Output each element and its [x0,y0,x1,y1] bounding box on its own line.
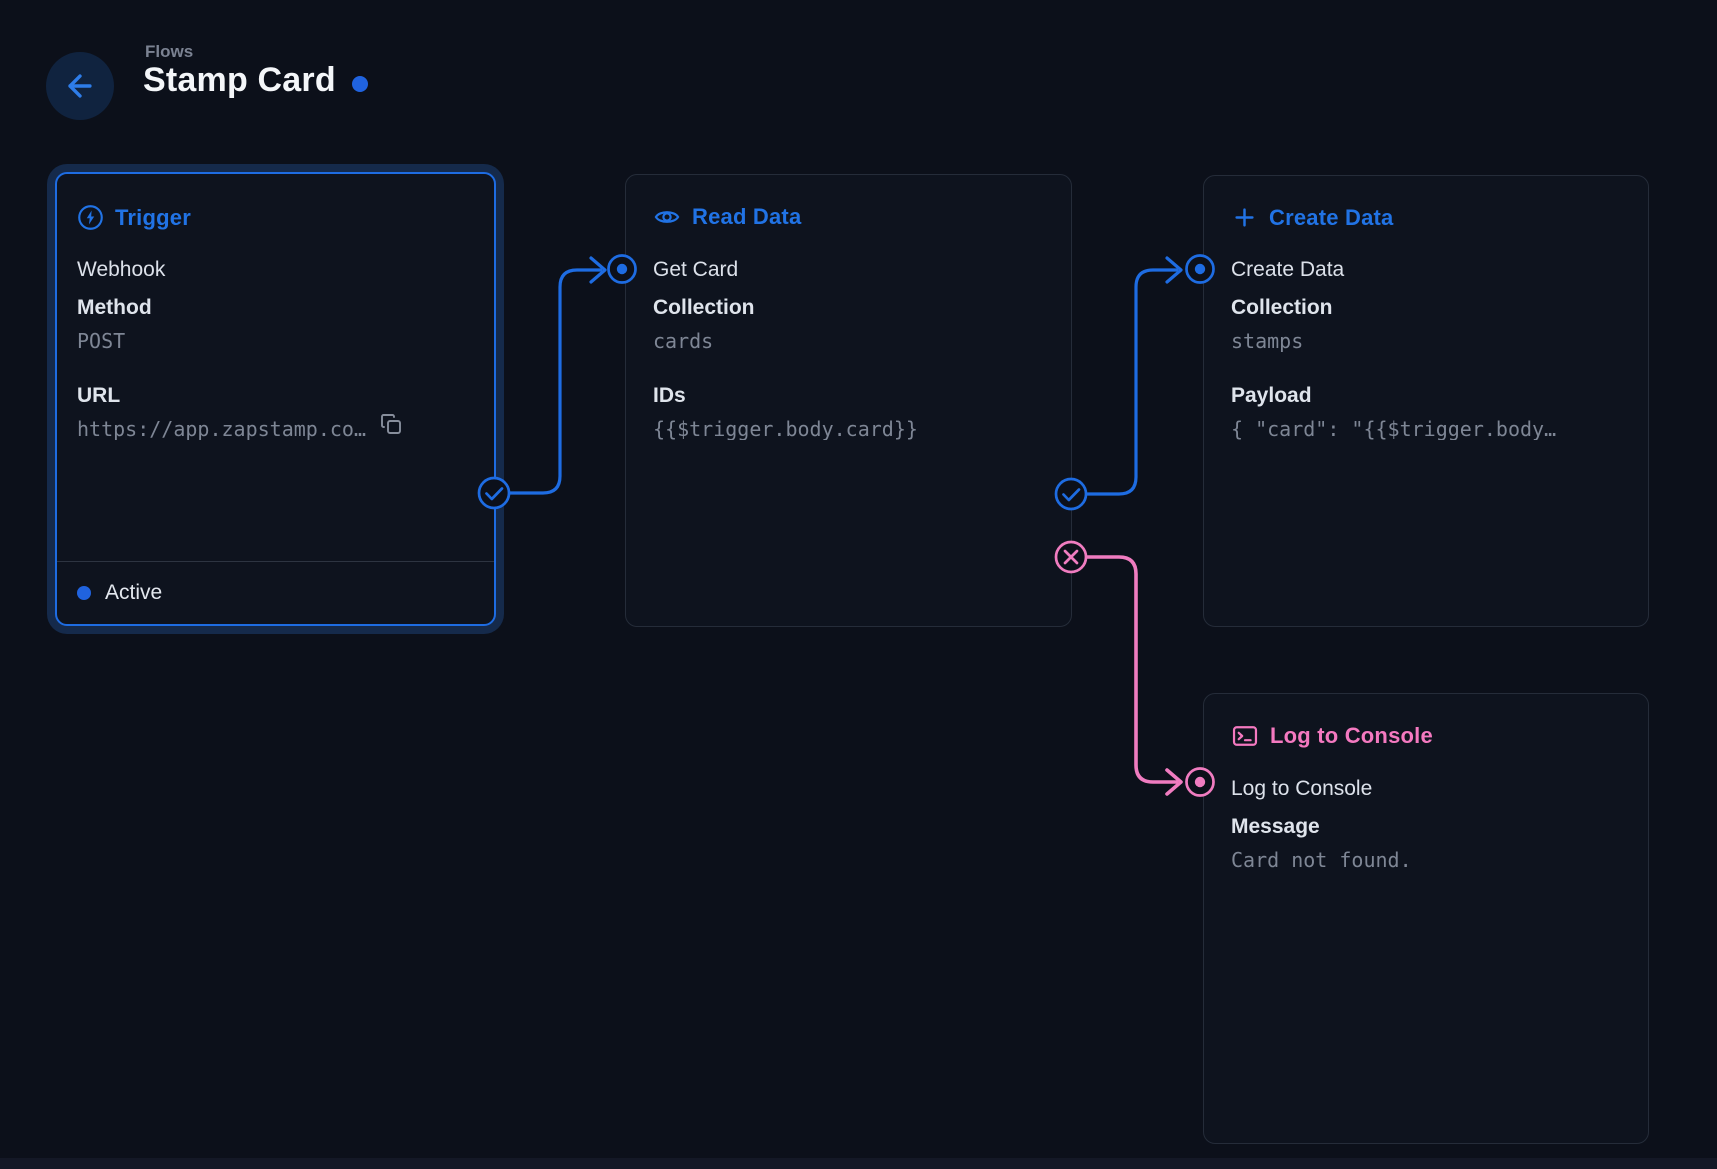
trigger-type: Webhook [77,258,166,281]
node-title: Read Data [692,204,802,229]
field-label: Method [77,296,152,320]
port-read-reject-x-icon[interactable] [1054,540,1088,574]
operation-name: Create Data [1231,258,1345,281]
node-read-data[interactable]: Read Data Get Card Collection cards IDs … [625,174,1072,627]
field-label: URL [77,384,121,408]
field-value: { "card": "{{$trigger.body… [1231,418,1557,441]
field-value: POST [77,330,126,353]
operation-name: Log to Console [1231,777,1373,800]
port-log-input-icon[interactable] [1185,767,1215,797]
port-read-resolve-check-icon[interactable] [1054,477,1088,511]
back-button[interactable] [46,52,114,120]
unsaved-dot [351,75,368,92]
node-trigger[interactable]: Trigger Webhook Method POST URL https://… [55,172,496,626]
field-label: Collection [1231,296,1333,320]
port-trigger-resolve-check-icon[interactable] [477,476,511,510]
node-title: Create Data [1269,204,1394,230]
bolt-circle-icon [77,204,104,231]
field-value: stamps [1231,330,1304,353]
field-label: Collection [653,296,755,320]
page-title: Stamp Card [143,61,336,99]
bottom-panel-edge [0,1158,1717,1169]
plus-icon [1231,204,1258,231]
node-log-to-console[interactable]: Log to Console Log to Console Message Ca… [1203,693,1649,1144]
field-value: Card not found. [1231,849,1412,872]
breadcrumb[interactable]: Flows [145,42,194,61]
field-label: IDs [653,384,686,408]
operation-name: Get Card [653,258,739,281]
field-label: Payload [1231,384,1312,408]
node-title: Trigger [115,204,191,230]
field-label: Message [1231,815,1320,839]
port-read-input-icon[interactable] [607,254,637,284]
port-create-input-icon[interactable] [1185,254,1215,284]
webhook-url: https://app.zapstamp.co… [77,418,366,441]
connection-read-to-create [1086,256,1183,496]
active-status-dot [77,586,91,600]
field-value: {{$trigger.body.card}} [653,418,918,441]
status-text: Active [105,581,163,604]
eye-icon [653,203,681,231]
node-create-data[interactable]: Create Data Create Data Collection stamp… [1203,175,1649,627]
connection-trigger-to-read [509,256,607,495]
node-title: Log to Console [1270,723,1433,748]
terminal-icon [1231,722,1259,750]
connection-read-to-log [1086,555,1183,796]
copy-icon[interactable] [379,412,403,436]
field-value: cards [653,330,714,353]
arrow-left-icon [63,69,97,103]
